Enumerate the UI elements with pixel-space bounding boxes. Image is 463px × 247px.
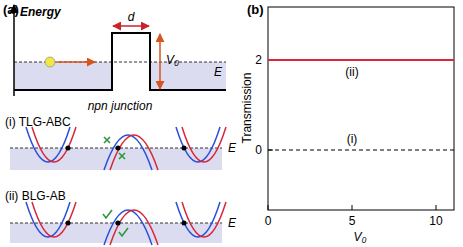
curve-label: (ii)	[345, 66, 358, 78]
tick-label: 0	[255, 144, 262, 156]
case-label: (ii) BLG-AB	[5, 190, 66, 202]
axis-title: Energy	[20, 6, 61, 18]
tick-label: 10	[429, 215, 442, 227]
energy-label: E	[214, 66, 222, 78]
axis-title: Transmission	[241, 73, 253, 144]
tick-label: 5	[349, 215, 356, 227]
energy-label: E	[228, 142, 236, 154]
dimension: V₀	[166, 54, 179, 66]
axis-title: V₀	[353, 231, 366, 243]
panel-label: (b)	[247, 3, 264, 16]
case-label: (i) TLG-ABC	[5, 116, 71, 128]
energy-label: E	[228, 217, 236, 229]
curve-label: (i)	[347, 133, 358, 145]
junction-label: npn junction	[88, 100, 153, 112]
tick-label: 2	[255, 54, 262, 66]
panel-label: (a)	[3, 3, 19, 16]
dimension: d	[128, 11, 135, 23]
tick-label: 0	[265, 215, 272, 227]
